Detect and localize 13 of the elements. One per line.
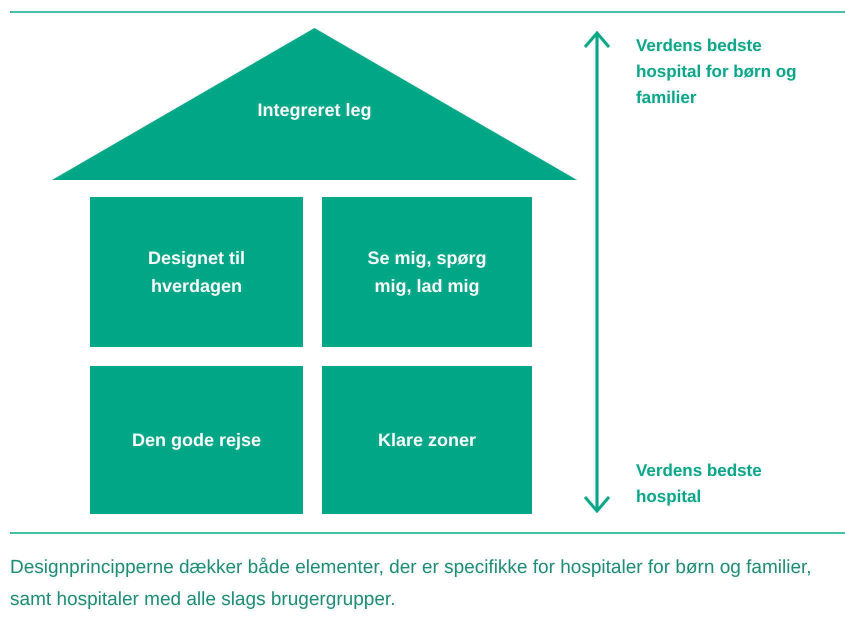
principle-label: Se mig, spørg mig, lad mig	[366, 247, 488, 298]
principle-label: Designet til hverdagen	[146, 247, 246, 298]
principle-box	[322, 366, 532, 514]
principle-label: Klare zoner	[378, 429, 476, 452]
roof-triangle	[52, 28, 577, 180]
scale-label: Verdens bedste hospital	[636, 460, 763, 508]
principle-label: Den gode rejse	[132, 429, 262, 452]
scale-label: Verdens bedste hospital for børn og familier	[636, 35, 798, 109]
principle-box	[322, 197, 532, 347]
principle-box	[90, 197, 303, 347]
principle-label: Integreret leg	[257, 99, 372, 122]
caption: Designprincipperne dækker både elementer, der er specifikke for hospitaler for børn og familier, samt hospitaler med alle slags brugergrupper.	[10, 556, 813, 612]
principle-box	[90, 366, 303, 514]
